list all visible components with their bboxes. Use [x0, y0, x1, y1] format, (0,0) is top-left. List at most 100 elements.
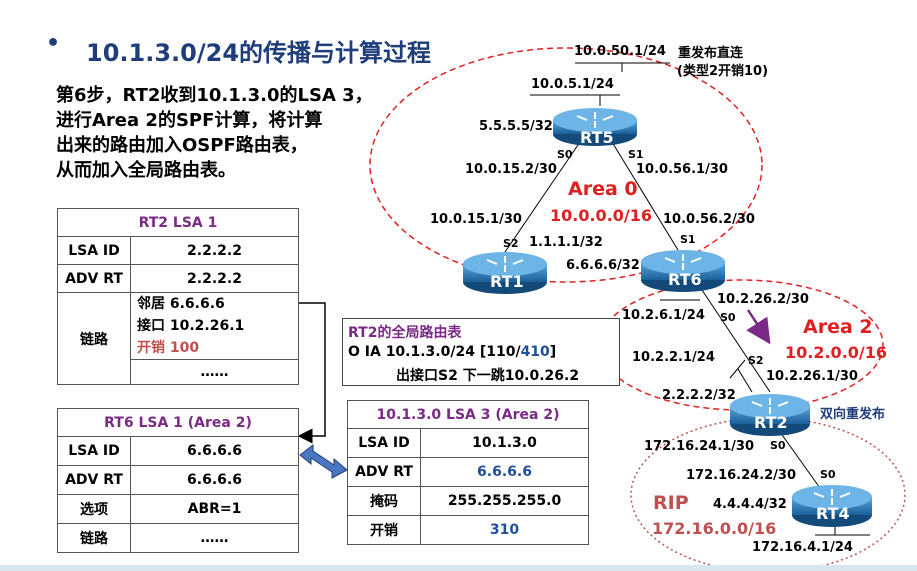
label-4444: 4.4.4.4/32	[713, 497, 787, 512]
label-rt2-s2: S2	[748, 354, 764, 367]
label-rt6-s1: S1	[680, 233, 696, 246]
label-10-0-50-1: 10.0.50.1/24	[574, 44, 666, 59]
rip-network: 172.16.0.0/16	[652, 519, 777, 538]
description-line-2: 进行Area 2的SPF计算，将计算	[56, 110, 323, 131]
bottom-bar	[0, 565, 917, 571]
label-rt5-s0: S0	[557, 148, 573, 161]
rt2-lsa1-table: RT2 LSA 1 LSA ID 2.2.2.2 ADV RT 2.2.2.2 …	[57, 208, 299, 385]
routing-table-box: RT2的全局路由表 O IA 10.1.3.0/24 [110/410] 出接口…	[342, 318, 620, 386]
lsa3-value: 310	[420, 515, 589, 545]
label-10-0-5-1: 10.0.5.1/24	[531, 77, 614, 92]
lan-10-2-2-tick	[729, 359, 746, 379]
rt6-lsa1-key: ADV RT	[57, 465, 131, 495]
router-rt1-label: RT1	[490, 272, 524, 291]
page-title: • 10.1.3.0/24的传播与计算过程	[46, 31, 432, 67]
bullet-icon: •	[46, 31, 61, 56]
lsa3-value: 6.6.6.6	[420, 457, 589, 487]
lsa3-value: 10.1.3.0	[420, 428, 589, 458]
lsa3-key: 掩码	[347, 486, 421, 516]
description-line-3: 出来的路由加入OSPF路由表，	[56, 135, 308, 156]
label-172-16-24-2: 172.16.24.2/30	[686, 468, 797, 483]
router-rt5[interactable]	[553, 108, 637, 146]
routing-table-entry: O IA 10.1.3.0/24 [110/410]	[348, 344, 557, 360]
label-6666: 6.6.6.6/32	[566, 258, 640, 273]
link-rt5-rt1	[504, 141, 581, 253]
description-line-4: 从而加入全局路由表。	[56, 160, 236, 181]
lsa3-header: 10.1.3.0 LSA 3 (Area 2)	[347, 400, 589, 429]
router-rt2-label: RT2	[754, 413, 788, 432]
rt6-lsa1-key: 选项	[57, 494, 131, 524]
label-10-2-6-1: 10.2.6.1/24	[622, 308, 705, 323]
lsa-relation-arrow	[299, 443, 348, 479]
link-cost: 开销 100	[131, 337, 298, 360]
description-line-1: 第6步，RT2收到10.1.3.0的LSA 3，	[56, 85, 373, 106]
label-rt6-s0: S0	[720, 311, 736, 324]
link-interface: 接口 10.2.26.1	[137, 318, 245, 334]
rt2-lsa1-value: 2.2.2.2	[130, 236, 299, 265]
router-rt4-label: RT4	[816, 504, 850, 523]
router-rt4[interactable]	[792, 485, 872, 527]
routing-table-nexthop: 出接口S2 下一跳10.0.26.2	[396, 368, 580, 384]
lsa3-key: 开销	[347, 515, 421, 545]
link-rt6-rt2	[699, 286, 771, 393]
area2-name: Area 2	[803, 316, 873, 338]
routing-table-title: RT2的全局路由表	[348, 325, 462, 341]
label-rt2-s0: S0	[770, 439, 786, 452]
rt6-lsa1-value: 6.6.6.6	[130, 436, 299, 466]
rt2-lsa1-header: RT2 LSA 1	[57, 208, 299, 237]
label-rt1-s2: S2	[503, 237, 519, 250]
rt6-lsa1-header: RT6 LSA 1 (Area 2)	[57, 408, 299, 437]
label-1111: 1.1.1.1/32	[529, 235, 603, 250]
route-metric: 410	[520, 344, 550, 360]
rt6-lsa1-key: LSA ID	[57, 436, 131, 466]
area0-boundary	[369, 47, 763, 283]
area2-boundary	[598, 279, 884, 411]
label-172-16-4-1: 172.16.4.1/24	[752, 540, 853, 555]
label-10-2-2-1: 10.2.2.1/24	[632, 350, 715, 365]
router-rt6[interactable]	[641, 250, 725, 292]
rt2-lsa1-links: 邻居 6.6.6.6 接口 10.2.26.1 开销 100 ……	[130, 292, 299, 385]
label-10-0-56-2: 10.0.56.2/30	[663, 212, 755, 227]
router-rt6-label: RT6	[668, 270, 702, 289]
label-redistribute: 重发布直连	[678, 46, 744, 61]
rt2-lsa1-key: ADV RT	[57, 264, 131, 293]
link-more: ……	[200, 364, 229, 380]
lsa3-key: ADV RT	[347, 457, 421, 487]
label-10-0-15-2: 10.0.15.2/30	[465, 162, 557, 177]
label-10-0-56-1: 10.0.56.1/30	[636, 162, 728, 177]
lsa3-value: 255.255.255.0	[420, 486, 589, 516]
rip-boundary	[630, 417, 906, 571]
label-10-0-15-1: 10.0.15.1/30	[430, 212, 522, 227]
step-description: 第6步，RT2收到10.1.3.0的LSA 3， 进行Area 2的SPF计算，…	[56, 83, 396, 183]
label-2222: 2.2.2.2/32	[662, 388, 736, 403]
label-172-16-24-1: 172.16.24.1/30	[644, 439, 755, 454]
label-bidirectional: 双向重发布	[820, 407, 886, 422]
rt2-lsa1-link-key: 链路	[57, 292, 131, 385]
area0-network: 10.0.0.0/16	[550, 206, 653, 225]
rt2-lsa1-value: 2.2.2.2	[130, 264, 299, 293]
label-rt5-s1: S1	[628, 148, 644, 161]
lan-10-2-2-stub	[737, 368, 753, 393]
router-rt5-label: RT5	[580, 128, 614, 147]
label-redistribute-type: (类型2开销10)	[677, 64, 769, 79]
area0-name: Area 0	[568, 178, 638, 200]
rt6-lsa1-value: ……	[130, 523, 299, 553]
rt6-lsa1-value: ABR=1	[130, 494, 299, 524]
router-rt2[interactable]	[730, 394, 810, 436]
label-10-2-26-2: 10.2.26.2/30	[717, 292, 809, 307]
router-rt1[interactable]	[463, 252, 547, 294]
rt6-lsa1-value: 6.6.6.6	[130, 465, 299, 495]
lsa3-table: 10.1.3.0 LSA 3 (Area 2) LSA ID 10.1.3.0 …	[347, 400, 589, 545]
rt2-lsa1-key: LSA ID	[57, 236, 131, 265]
area2-network: 10.2.0.0/16	[785, 343, 888, 362]
link-rt5-rt6	[611, 141, 679, 251]
label-5555: 5.5.5.5/32	[479, 119, 553, 134]
lsa-flow-arrow	[746, 309, 771, 345]
rt6-lsa1-key: 链路	[57, 523, 131, 553]
label-10-2-26-1: 10.2.26.1/30	[766, 369, 858, 384]
label-rt4-s0: S0	[820, 468, 836, 481]
link-neighbor: 邻居 6.6.6.6	[137, 296, 225, 312]
lsa3-key: LSA ID	[347, 428, 421, 458]
rt6-lsa1-table: RT6 LSA 1 (Area 2) LSA ID 6.6.6.6 ADV RT…	[57, 408, 299, 553]
